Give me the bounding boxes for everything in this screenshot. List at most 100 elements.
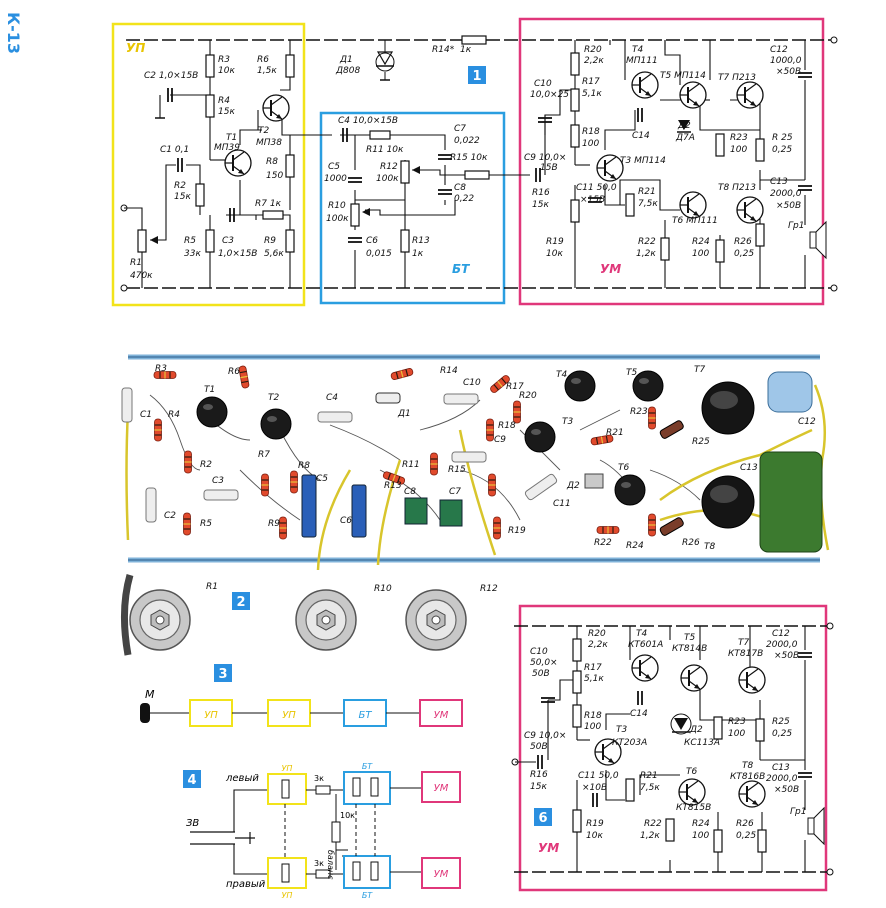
label-r19: R19 xyxy=(546,237,564,247)
um-block-frame xyxy=(518,17,825,306)
fig6-label-c12-voltage: ×50В xyxy=(774,651,799,661)
pcb-label-c12: C12 xyxy=(798,417,816,427)
pcb-r23 xyxy=(647,406,657,430)
fig6-label-t8-value: КТ816В xyxy=(730,772,765,782)
r19 xyxy=(570,199,580,223)
label-t6: T6 МП111 xyxy=(672,216,718,226)
c8 xyxy=(437,189,453,195)
fig6-t5 xyxy=(680,664,708,692)
fig6-label-r25-value: 0,25 xyxy=(772,729,792,739)
badge-3-text: 3 xyxy=(218,667,227,682)
pcb-c11 xyxy=(524,473,558,501)
pcb-label-r20: R20 xyxy=(519,391,537,401)
pcb-t1 xyxy=(196,396,228,428)
fig6-label-t3: T3 xyxy=(616,725,627,735)
pcb-label-r2: R2 xyxy=(200,460,212,470)
pcb-label-r1: R1 xyxy=(206,582,218,592)
label-c10: C10 xyxy=(534,79,552,89)
fig4-um-left xyxy=(421,771,461,803)
pcb-c4 xyxy=(317,411,353,423)
label-r9: R9 xyxy=(264,236,276,246)
pcb-label-c5: C5 xyxy=(316,474,328,484)
r18 xyxy=(570,124,580,148)
pcb-label-r24: R24 xyxy=(626,541,644,551)
pcb-r10 xyxy=(295,589,357,651)
fig6-label-c13-value: 2000,0 xyxy=(766,774,798,784)
pcb-label-c9: C9 xyxy=(494,435,506,445)
fig4-up-right-pot xyxy=(281,863,290,883)
r11 xyxy=(369,130,391,140)
fig4-um-left-label: УМ xyxy=(434,783,449,794)
fig6-label-c9-value: 50В xyxy=(530,742,548,752)
fig6-um-frame xyxy=(518,604,828,892)
pcb-r18 xyxy=(485,418,495,442)
label-c5: C5 xyxy=(328,162,340,172)
fig6-label-r22: R22 xyxy=(644,819,662,829)
pcb-r26 xyxy=(659,517,684,536)
label-c14: C14 xyxy=(632,131,650,141)
label-c7-value: 0,022 xyxy=(454,136,480,146)
pcb-label-r9: R9 xyxy=(268,519,280,529)
label-r10-value: 100к xyxy=(326,214,349,224)
pcb-label-r25: R25 xyxy=(692,437,710,447)
label-t3: T3 МП114 xyxy=(620,156,666,166)
label-r17-value: 5,1к xyxy=(582,89,602,99)
r7 xyxy=(262,210,284,220)
label-r13: R13 xyxy=(412,236,430,246)
label-r4: R4 xyxy=(218,96,230,106)
fig6-label-t8: T8 xyxy=(742,761,753,771)
fig6-label-t7-value: КТ817В xyxy=(728,649,763,659)
label-r18: R18 xyxy=(582,127,600,137)
fig6-label-c11: C11 50,0 xyxy=(578,771,619,781)
t7 xyxy=(736,81,764,109)
label-c12-voltage: ×50В xyxy=(776,67,801,77)
label-r13-value: 1к xyxy=(412,249,424,259)
fig6-label-r23: R23 xyxy=(728,717,746,727)
pcb-label-t1: T1 xyxy=(204,385,215,395)
pcb-c6 xyxy=(351,484,367,538)
pcb-r25 xyxy=(659,420,684,439)
label-r1-value: 470к xyxy=(130,271,153,281)
label-r10: R10 xyxy=(328,201,346,211)
label-r1: R1 xyxy=(130,258,142,268)
speaker-cone xyxy=(815,220,827,260)
pcb-label-r11: R11 xyxy=(402,460,420,470)
label-r21-value: 7,5к xyxy=(638,199,658,209)
fig6-um-label: УМ xyxy=(538,841,559,855)
fig6-label-r18: R18 xyxy=(584,711,602,721)
label-c9: C9 10,0× xyxy=(524,153,566,163)
fig6-label-t6: T6 xyxy=(686,767,697,777)
label-r26-value: 0,25 xyxy=(734,249,754,259)
up-wiring xyxy=(124,40,332,288)
label-r11: R11 10к xyxy=(366,145,404,155)
pcb-r9 xyxy=(278,516,288,540)
r17 xyxy=(570,88,580,112)
pcb-label-c4: C4 xyxy=(326,393,338,403)
fig6-label-t7: T7 xyxy=(738,638,749,648)
c1 xyxy=(177,157,183,173)
pcb-r22 xyxy=(596,525,620,535)
label-c10-value: 10,0×25 xyxy=(530,90,569,100)
fig6-c14 xyxy=(637,690,643,706)
power-terminal-plus xyxy=(830,36,838,44)
label-r12-value: 100к xyxy=(376,174,399,184)
label-t1: T1 xyxy=(226,133,237,143)
pcb-label-t4: T4 xyxy=(556,370,567,380)
fig6-label-t5: T5 xyxy=(684,633,695,643)
label-r22: R22 xyxy=(638,237,656,247)
pcb-label-r6: R6 xyxy=(228,367,240,377)
fig6-label-r17: R17 xyxy=(584,663,602,673)
pcb-r14 xyxy=(389,367,415,381)
label-r2: R2 xyxy=(174,181,186,191)
pcb-label-r12: R12 xyxy=(480,584,498,594)
fig6-t8 xyxy=(738,780,766,808)
label-r25: R 25 xyxy=(772,133,793,143)
label-t2: T2 xyxy=(258,126,269,136)
label-r23-value: 100 xyxy=(730,145,747,155)
r9 xyxy=(285,229,295,253)
fig6-label-r19: R19 xyxy=(586,819,604,829)
fig6-label-r17-value: 5,1к xyxy=(584,674,604,684)
label-r2-value: 15к xyxy=(174,192,191,202)
pcb-r6 xyxy=(238,364,250,390)
